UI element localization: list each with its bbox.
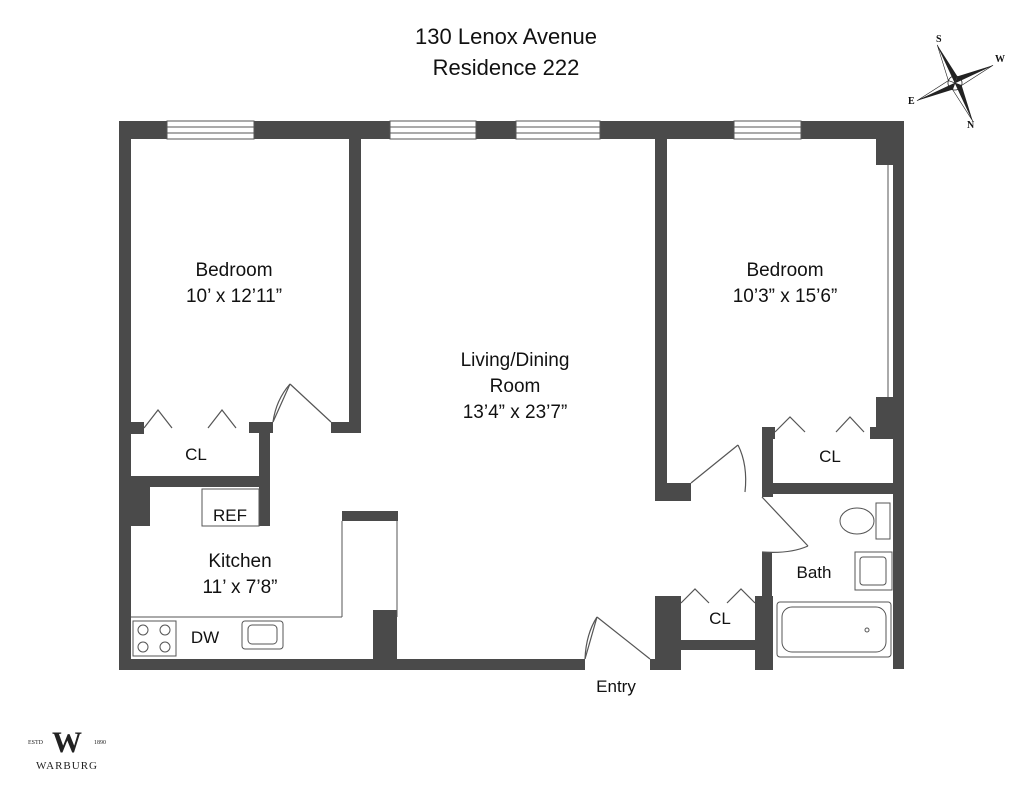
- room-name-continued: Room: [490, 376, 541, 397]
- refrigerator-label: REF: [213, 506, 247, 525]
- doors: [143, 383, 865, 660]
- toilet-bowl: [839, 507, 875, 535]
- room-size: 10’3” x 15’6”: [733, 286, 838, 307]
- plan-residence: Residence 222: [432, 55, 580, 80]
- fixtures: [131, 488, 893, 658]
- closet-label: CL: [185, 445, 207, 464]
- refrigerator-fixture: [201, 488, 260, 527]
- logo-name: WARBURG: [35, 760, 98, 772]
- compass-east-letter: E: [908, 96, 915, 107]
- bath-label: Bath: [797, 563, 832, 582]
- closet-label: CL: [819, 447, 841, 466]
- toilet-tank: [875, 502, 891, 540]
- closet-label: CL: [709, 609, 731, 628]
- room-name: Bedroom: [746, 260, 823, 281]
- plan-address: 130 Lenox Avenue: [415, 24, 597, 49]
- room-labels: Bedroom 10’ x 12’11” Living/Dining Room …: [185, 260, 841, 696]
- room-name: Bedroom: [195, 260, 272, 281]
- compass-south-letter: S: [936, 34, 942, 45]
- room-size: 13’4” x 23’7”: [463, 402, 568, 423]
- logo-est-right: 1890: [94, 740, 106, 746]
- windows: [166, 120, 889, 397]
- walls: [119, 121, 904, 670]
- room-size: 10’ x 12’11”: [186, 286, 282, 307]
- compass-rose: [916, 44, 994, 122]
- room-name: Living/Dining: [461, 350, 570, 371]
- warburg-logo: W ESTD 1890 WARBURG: [22, 728, 112, 780]
- logo-monogram: W: [52, 726, 82, 759]
- logo-est-left: ESTD: [28, 740, 43, 746]
- dishwasher-label: DW: [191, 628, 219, 647]
- compass-north-letter: N: [967, 120, 975, 131]
- entry-label: Entry: [596, 677, 636, 696]
- compass-west-letter: W: [995, 54, 1005, 65]
- room-name: Kitchen: [208, 551, 271, 572]
- room-size: 11’ x 7’8”: [203, 577, 278, 598]
